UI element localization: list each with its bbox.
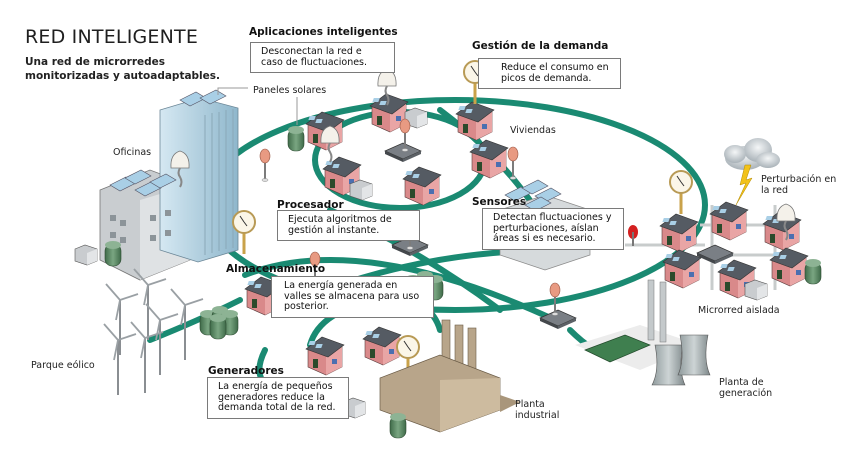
callout-aplicaciones: Desconectan la red e caso de fluctuacion…: [250, 42, 395, 73]
power-plant: [575, 279, 711, 386]
label-viviendas: Viviendas: [510, 125, 556, 136]
isolated-grid-lines: [625, 205, 790, 290]
heading-procesador: Procesador: [277, 199, 344, 211]
label-parque-eolico: Parque eólico: [31, 360, 95, 371]
lightning-icon: [735, 164, 753, 206]
callout-sensores: Detectan fluctuaciones y perturbaciones,…: [482, 208, 624, 250]
wind-farm: [103, 268, 204, 396]
heading-aplicaciones: Aplicaciones inteligentes: [249, 26, 398, 38]
page-title: RED INTELIGENTE: [25, 26, 199, 48]
heading-generadores: Generadores: [208, 365, 284, 377]
grid-line-center: [242, 257, 558, 323]
leader-lines: [217, 87, 298, 125]
label-planta-generacion: Planta de generación: [719, 377, 773, 399]
office-buildings: [74, 89, 239, 281]
label-planta-industrial: Planta industrial: [515, 399, 560, 421]
callout-gestion: Reduce el consumo en picos de demanda.: [478, 58, 621, 89]
page-subtitle: Una red de microrredes monitorizadas y a…: [25, 56, 221, 82]
label-oficinas: Oficinas: [113, 147, 152, 158]
label-perturbacion: Perturbación en la red: [761, 174, 837, 196]
label-paneles-solares: Paneles solares: [253, 85, 327, 96]
storm-cloud: [724, 138, 780, 206]
label-microrred: Microrred aislada: [698, 305, 780, 316]
callout-almacenamiento: La energía generada en valles se almacen…: [271, 276, 434, 318]
callout-generadores: La energía de pequeños generadores reduc…: [207, 377, 349, 419]
industrial-plant: [342, 319, 520, 439]
heading-gestion: Gestión de la demanda: [472, 40, 609, 52]
heading-almacenamiento: Almacenamiento: [226, 263, 326, 275]
callout-procesador: Ejecuta algoritmos de gestión al instant…: [277, 210, 420, 241]
heading-sensores: Sensores: [472, 196, 527, 208]
